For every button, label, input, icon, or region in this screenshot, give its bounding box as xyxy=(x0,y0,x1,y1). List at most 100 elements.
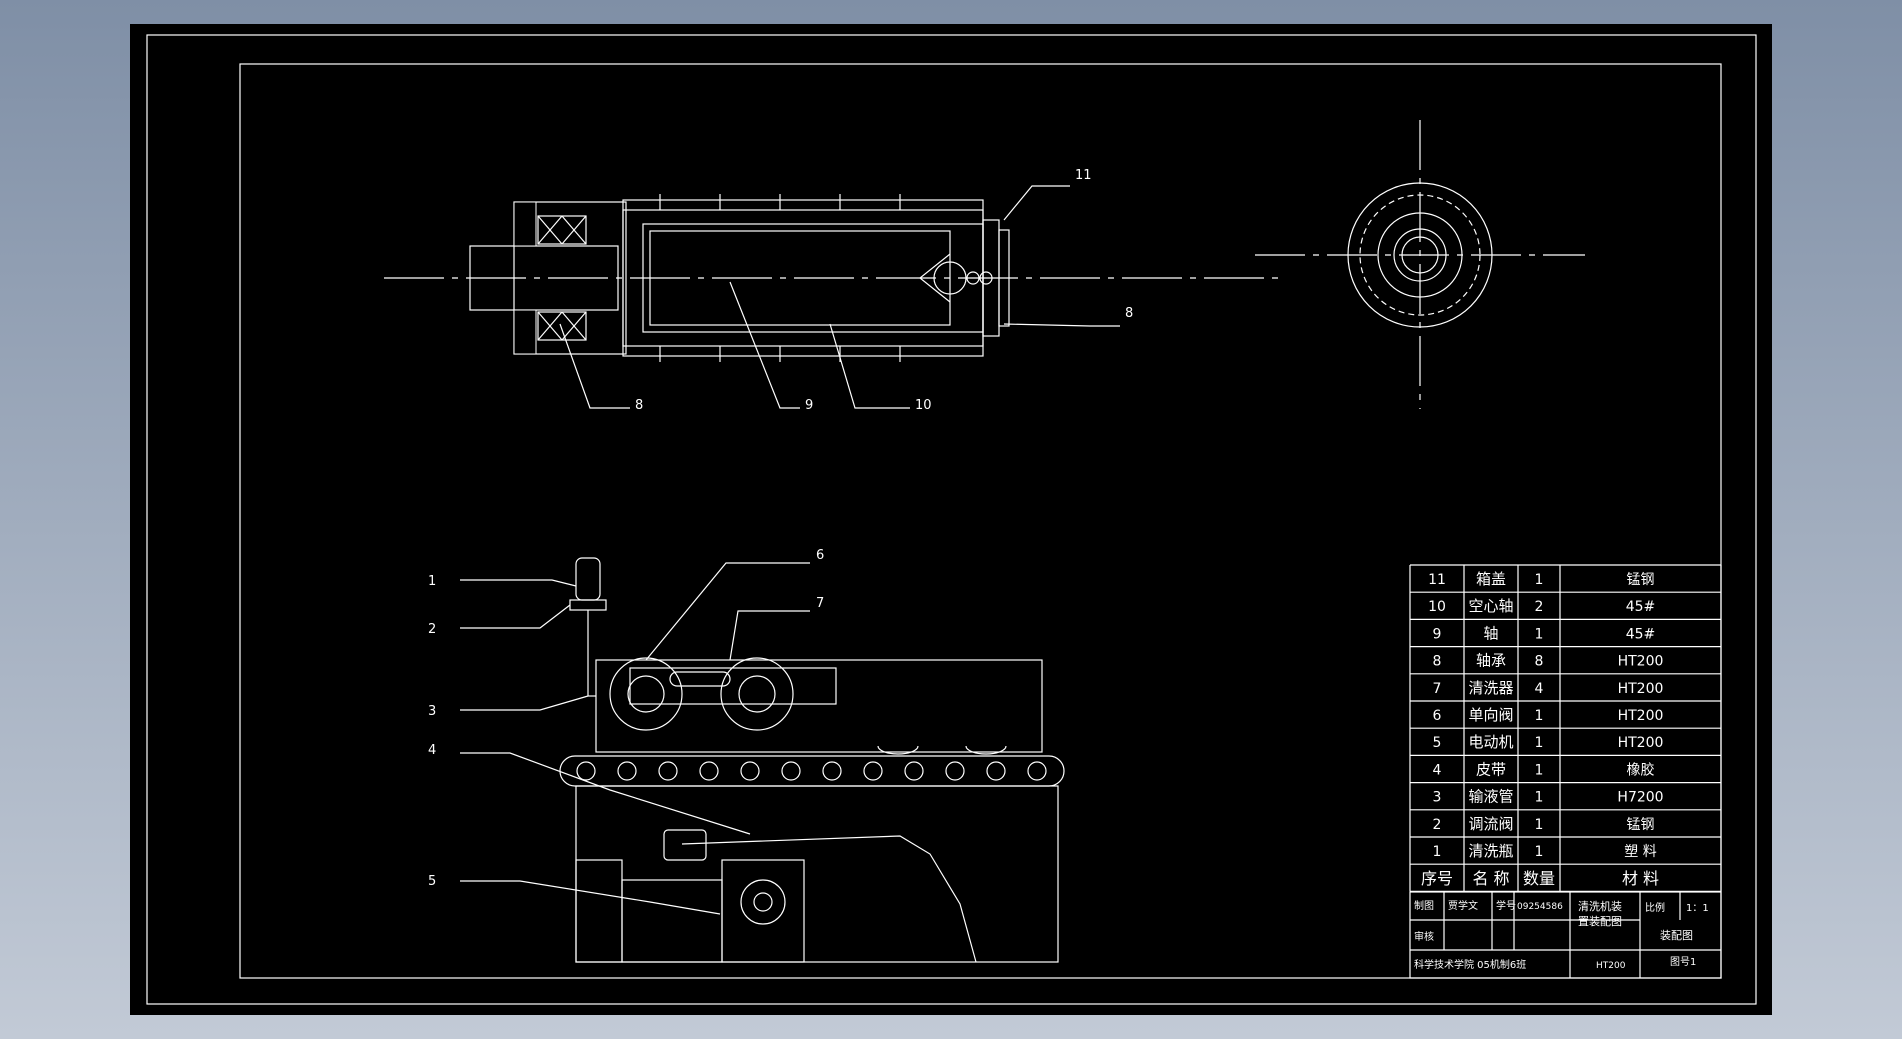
flow-valve xyxy=(569,599,607,611)
housing-hatch-top xyxy=(513,201,537,247)
balloon-5: 5 xyxy=(428,874,436,889)
bom-row-material: 45# xyxy=(1626,626,1656,642)
bom-row-no: 2 xyxy=(1433,817,1442,833)
review-label: 审核 xyxy=(1414,930,1434,943)
bom-row-name: 皮带 xyxy=(1476,760,1506,778)
bom-row-qty: 1 xyxy=(1535,572,1544,588)
drawn-name: 贾学文 xyxy=(1448,899,1478,912)
scale-label: 比例 xyxy=(1645,901,1665,914)
bom-row-qty: 1 xyxy=(1535,708,1544,724)
check-valve-slot xyxy=(669,671,731,687)
motor-shaft xyxy=(753,892,773,912)
inner-border xyxy=(239,63,1722,979)
bom-row-material: HT200 xyxy=(1618,708,1664,724)
balloon-2: 2 xyxy=(428,622,436,637)
title-line-1: 清洗机装 xyxy=(1578,899,1622,913)
bom-row-no: 6 xyxy=(1433,708,1442,724)
bom-row-material: 锰钢 xyxy=(1627,817,1655,833)
shaft-assembly-view: 11 8 8 9 10 xyxy=(384,168,1286,413)
bom-header-material: 材 料 xyxy=(1622,869,1659,888)
bom-row-name: 调流阀 xyxy=(1468,815,1513,833)
balloon-8b: 8 xyxy=(635,398,643,413)
balloon-4: 4 xyxy=(428,743,436,758)
motor-terminal-box xyxy=(663,829,707,861)
balloon-1: 1 xyxy=(428,574,436,589)
balloon-10: 10 xyxy=(915,398,932,413)
bom-row-material: H7200 xyxy=(1617,790,1663,806)
leader-2 xyxy=(460,604,571,629)
leader-6 xyxy=(645,562,810,661)
bom-row-no: 7 xyxy=(1433,681,1442,697)
leader-4 xyxy=(460,752,751,835)
cleaner-wheel-3 xyxy=(877,745,919,755)
bom-row-qty: 1 xyxy=(1535,844,1544,860)
bom-row-qty: 1 xyxy=(1535,762,1544,778)
bom-row-material: HT200 xyxy=(1618,735,1664,751)
bom-row-name: 箱盖 xyxy=(1476,570,1506,588)
bom-row-no: 8 xyxy=(1433,654,1442,670)
inner-shaft xyxy=(649,230,951,326)
bom-row-material: 45# xyxy=(1626,599,1656,615)
motor-body xyxy=(621,879,723,963)
bom-row-material: 橡胶 xyxy=(1627,761,1655,778)
bearing-bottom xyxy=(537,311,587,341)
bom-row-name: 清洗瓶 xyxy=(1468,842,1513,860)
bom-row-name: 轴 xyxy=(1483,624,1498,642)
bom-row-qty: 1 xyxy=(1535,817,1544,833)
leader-3 xyxy=(460,695,589,711)
drawn-label: 制图 xyxy=(1414,899,1434,912)
machine-assembly-view: 1 2 3 4 5 6 7 xyxy=(428,548,1065,963)
motor-flange xyxy=(721,859,805,963)
cleaner-wheel-4 xyxy=(965,745,1007,755)
bom-header-name: 名 称 xyxy=(1472,869,1509,888)
upper-frame xyxy=(595,659,1043,753)
balloon-6: 6 xyxy=(816,548,824,563)
title-block: 制图 贾学文 学号 09254586 清洗机装 置装配图 比例 1：1 审核 装… xyxy=(1409,891,1722,979)
cleaner-wheel-1 xyxy=(609,657,683,731)
balloon-11: 11 xyxy=(1075,168,1092,183)
bearing-top xyxy=(537,215,587,245)
cleaner-housing xyxy=(629,667,837,705)
bom-row-qty: 1 xyxy=(1535,626,1544,642)
motor-shaft-circle xyxy=(740,879,786,925)
bom-row-material: HT200 xyxy=(1618,681,1664,697)
balloon-9: 9 xyxy=(805,398,813,413)
tip-hole-large xyxy=(933,261,967,295)
bom-row-qty: 8 xyxy=(1535,654,1544,670)
bom-row-no: 4 xyxy=(1433,762,1442,778)
bom-row-material: 塑 料 xyxy=(1624,844,1656,860)
cleaner-wheel-1-hub xyxy=(627,675,665,713)
leader-10 xyxy=(829,323,910,409)
bom-row-no: 9 xyxy=(1433,626,1442,642)
shaft-stub xyxy=(469,245,619,311)
shaft-end-view xyxy=(1255,120,1585,409)
shaft-tip xyxy=(919,253,951,303)
end-view-hub xyxy=(1377,212,1463,298)
break-line xyxy=(681,835,977,963)
bom-row-qty: 2 xyxy=(1535,599,1544,615)
bom-row-material: 锰钢 xyxy=(1627,572,1655,588)
bom-row-name: 电动机 xyxy=(1468,733,1513,751)
end-view-ring xyxy=(1359,194,1481,316)
bom-row-no: 1 xyxy=(1433,844,1442,860)
tip-hole-small-2 xyxy=(979,271,993,285)
motor-end xyxy=(575,859,623,963)
bom-row-name: 单向阀 xyxy=(1468,706,1513,724)
title-line-2: 置装配图 xyxy=(1578,915,1622,928)
bom-row-qty: 4 xyxy=(1535,681,1544,697)
bom-header-qty: 数量 xyxy=(1523,869,1555,888)
balloon-7: 7 xyxy=(816,596,824,611)
end-view-bore-outer xyxy=(1393,228,1447,282)
bom-header-no: 序号 xyxy=(1421,869,1453,888)
bom-row-qty: 1 xyxy=(1535,735,1544,751)
leader-7 xyxy=(729,610,810,661)
outer-border xyxy=(146,34,1757,1005)
cleaner-wheel-2-hub xyxy=(738,675,776,713)
leader-5 xyxy=(460,880,721,915)
drawing-sheet: 11 8 8 9 10 xyxy=(130,24,1772,1015)
balloon-3: 3 xyxy=(428,704,436,719)
leader-8a xyxy=(1003,323,1120,327)
housing-hatch-bottom xyxy=(513,309,537,355)
end-view-outer xyxy=(1347,182,1493,328)
sheet-number: 图号1 xyxy=(1670,956,1696,968)
